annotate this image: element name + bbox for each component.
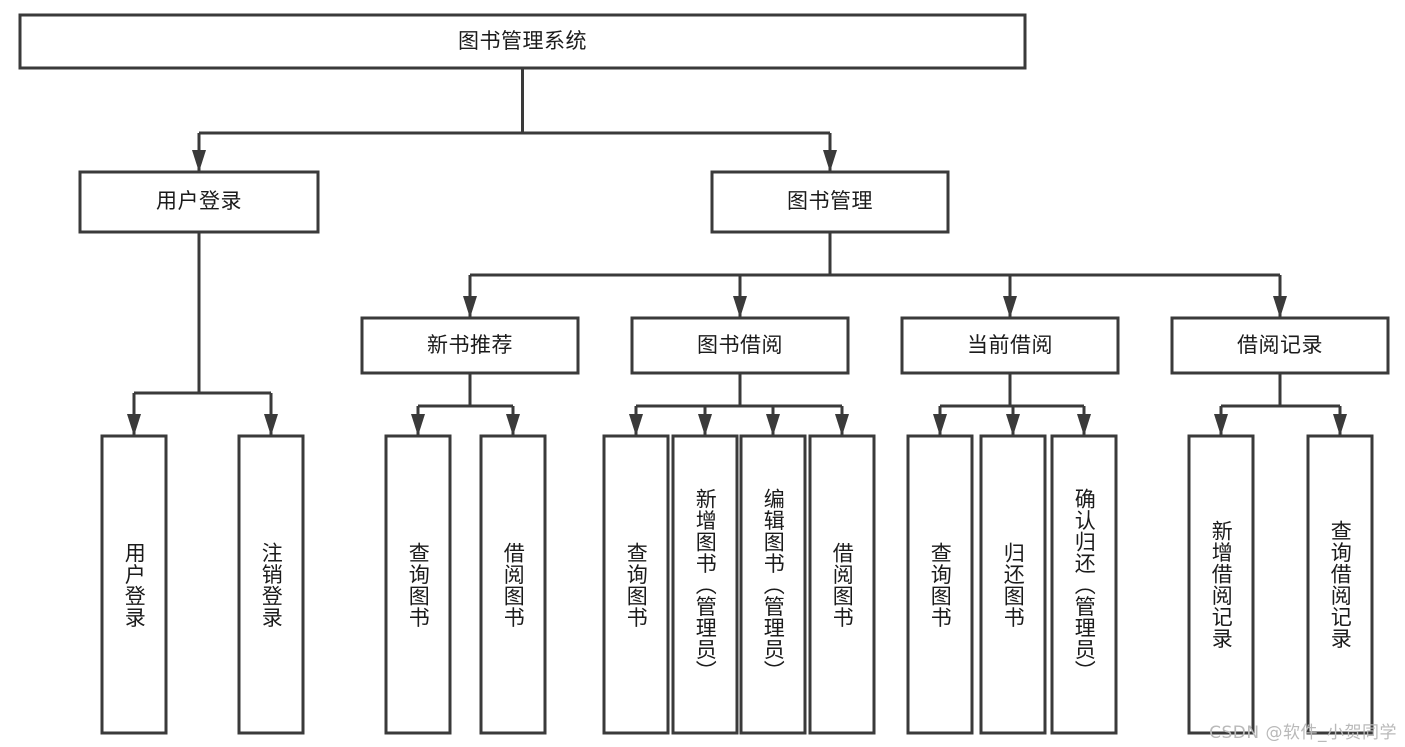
node-box-leaf_9[interactable] [979,434,1047,735]
arrow-head-icon [506,414,520,436]
node-box-leaf_4[interactable] [602,434,670,735]
node-box-l3_0[interactable] [360,316,580,375]
node-box-l3_3[interactable] [1170,316,1390,375]
node-box-layer [18,13,1390,735]
node-box-l2_0[interactable] [78,170,320,234]
node-box-root[interactable] [18,13,1027,70]
watermark-text: CSDN @软件_小贺同学 [1209,723,1397,743]
arrow-head-icon [463,296,477,318]
node-box-leaf_2[interactable] [384,434,452,735]
arrow-head-icon [629,414,643,436]
node-box-l3_1[interactable] [630,316,850,375]
arrow-head-icon [1077,414,1091,436]
node-box-leaf_5[interactable] [671,434,739,735]
node-box-l3_2[interactable] [900,316,1120,375]
arrow-head-icon [698,414,712,436]
node-box-leaf_12[interactable] [1306,434,1374,735]
arrow-head-icon [835,414,849,436]
arrow-head-icon [411,414,425,436]
node-box-leaf_10[interactable] [1050,434,1118,735]
arrow-head-icon [766,414,780,436]
node-box-l2_1[interactable] [710,170,950,234]
arrow-head-icon [933,414,947,436]
arrow-head-icon [127,414,141,436]
node-box-leaf_11[interactable] [1187,434,1255,735]
connector-layer [127,68,1347,436]
node-box-leaf_1[interactable] [237,434,305,735]
arrow-head-icon [1214,414,1228,436]
node-box-leaf_6[interactable] [739,434,807,735]
arrow-head-icon [823,150,837,172]
arrow-head-icon [1273,296,1287,318]
arrow-head-icon [1006,414,1020,436]
arrow-head-icon [264,414,278,436]
node-box-leaf_0[interactable] [100,434,168,735]
arrow-head-icon [192,150,206,172]
node-box-leaf_8[interactable] [906,434,974,735]
arrow-head-icon [1333,414,1347,436]
node-box-leaf_7[interactable] [808,434,876,735]
node-box-leaf_3[interactable] [479,434,547,735]
arrow-head-icon [733,296,747,318]
arrow-head-icon [1003,296,1017,318]
